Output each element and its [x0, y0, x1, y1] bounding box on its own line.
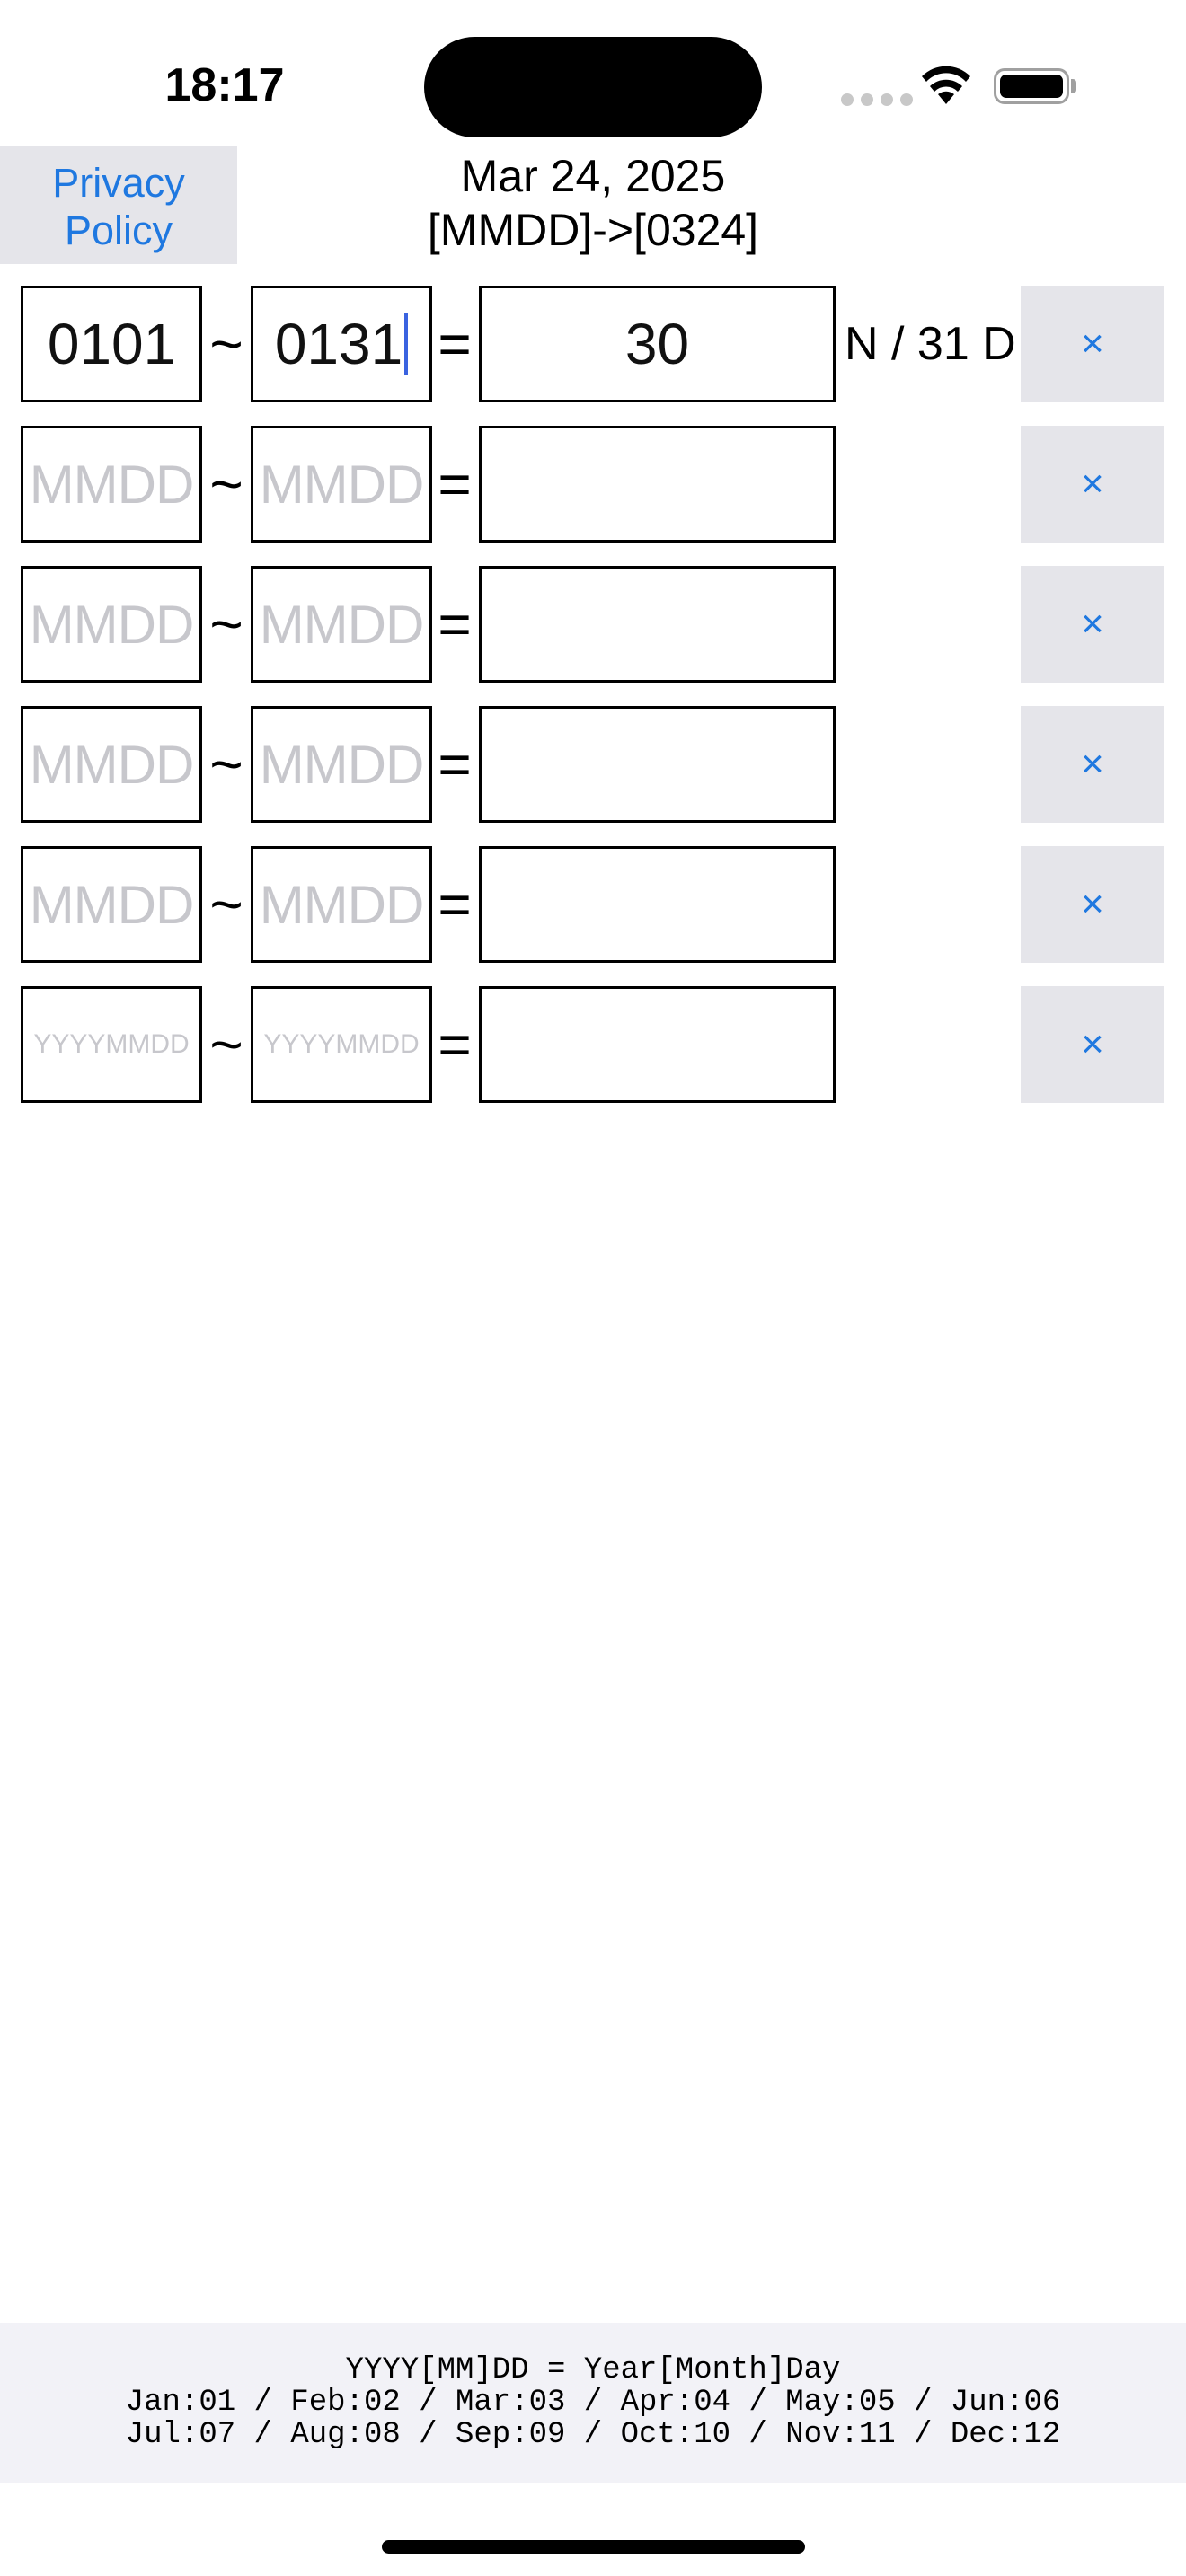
start-date-field[interactable]: MMDD [21, 846, 202, 963]
end-date-field[interactable]: MMDD [251, 566, 432, 683]
clear-row-button[interactable]: × [1021, 846, 1164, 963]
battery-cap [1071, 79, 1076, 93]
range-separator: ~ [209, 312, 243, 376]
start-date-field[interactable]: MMDD [21, 706, 202, 823]
days-summary: N / 31 D [845, 318, 1016, 370]
result-field [479, 426, 836, 543]
equals-sign: = [438, 732, 472, 797]
month-code-legend: YYYY[MM]DD = Year[Month]Day Jan:01 / Feb… [0, 2323, 1186, 2483]
result-field [479, 706, 836, 823]
start-date-field[interactable]: YYYYMMDD [21, 986, 202, 1103]
result-field [479, 846, 836, 963]
start-date-placeholder: MMDD [29, 874, 195, 935]
start-date-field[interactable]: MMDD [21, 566, 202, 683]
range-separator: ~ [209, 1012, 243, 1077]
range-separator: ~ [209, 452, 243, 516]
legend-months-line1: Jan:01 / Feb:02 / Mar:03 / Apr:04 / May:… [125, 2386, 1061, 2420]
legend-months-line2: Jul:07 / Aug:08 / Sep:09 / Oct:10 / Nov:… [125, 2418, 1061, 2452]
cellular-signal-icon [841, 93, 913, 106]
status-time: 18:17 [164, 59, 285, 111]
text-cursor [404, 313, 409, 375]
start-date-placeholder: YYYYMMDD [33, 1029, 190, 1059]
end-date-value: 0131 [274, 312, 403, 376]
battery-icon [994, 68, 1069, 104]
equals-sign: = [438, 312, 472, 376]
equals-sign: = [438, 1012, 472, 1077]
wifi-icon [922, 66, 970, 104]
clear-row-button[interactable]: × [1021, 986, 1164, 1103]
home-indicator[interactable] [382, 2540, 805, 2554]
start-date-placeholder: MMDD [29, 594, 195, 655]
start-date-field[interactable]: MMDD [21, 426, 202, 543]
end-date-placeholder: MMDD [259, 454, 425, 515]
privacy-policy-label-line2: Policy [64, 207, 173, 253]
current-date: Mar 24, 2025 [460, 151, 726, 201]
legend-format-line: YYYY[MM]DD = Year[Month]Day [345, 2353, 841, 2387]
result-field [479, 566, 836, 683]
end-date-placeholder: MMDD [259, 734, 425, 795]
range-separator: ~ [209, 592, 243, 657]
clear-row-button[interactable]: × [1021, 426, 1164, 543]
start-date-placeholder: MMDD [29, 454, 195, 515]
result-value: 30 [624, 312, 690, 376]
end-date-field[interactable]: 0131 [251, 286, 432, 402]
dynamic-island [424, 37, 762, 137]
privacy-policy-label-line1: Privacy [52, 160, 185, 206]
clear-row-button[interactable]: × [1021, 286, 1164, 402]
range-separator: ~ [209, 872, 243, 937]
start-date-value: 0101 [47, 312, 176, 376]
end-date-field[interactable]: YYYYMMDD [251, 986, 432, 1103]
result-field: 30 [479, 286, 836, 402]
end-date-placeholder: MMDD [259, 874, 425, 935]
equals-sign: = [438, 592, 472, 657]
equals-sign: = [438, 872, 472, 937]
result-field [479, 986, 836, 1103]
end-date-placeholder: MMDD [259, 594, 425, 655]
clear-row-button[interactable]: × [1021, 566, 1164, 683]
start-date-placeholder: MMDD [29, 734, 195, 795]
current-date-header: Mar 24, 2025 [MMDD]->[0324] [359, 149, 827, 257]
equals-sign: = [438, 452, 472, 516]
end-date-field[interactable]: MMDD [251, 426, 432, 543]
end-date-field[interactable]: MMDD [251, 706, 432, 823]
privacy-policy-button[interactable]: Privacy Policy [0, 146, 237, 264]
start-date-field[interactable]: 0101 [21, 286, 202, 402]
range-separator: ~ [209, 732, 243, 797]
format-hint: [MMDD]->[0324] [427, 205, 759, 255]
end-date-field[interactable]: MMDD [251, 846, 432, 963]
clear-row-button[interactable]: × [1021, 706, 1164, 823]
end-date-placeholder: YYYYMMDD [263, 1029, 420, 1059]
